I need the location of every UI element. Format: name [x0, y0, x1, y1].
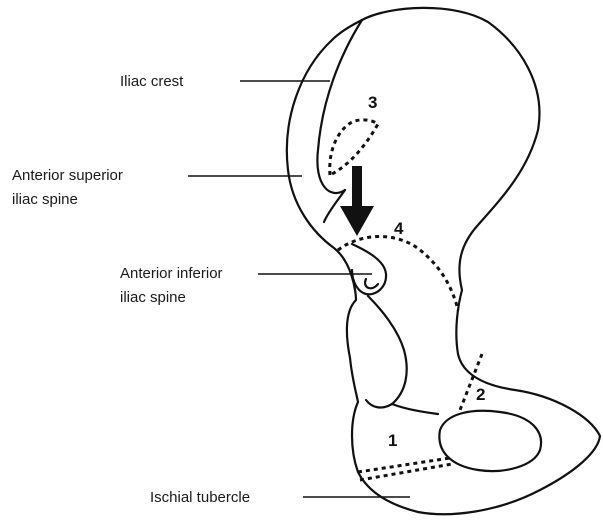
marker-4: 4: [394, 219, 404, 238]
label-asis-line2: iliac spine: [12, 191, 78, 208]
pubic-ramus-outline: [366, 296, 407, 407]
label-ischial-tubercle: Ischial tubercle: [150, 489, 250, 506]
label-aiis-line2: iliac spine: [120, 289, 186, 306]
aiis-outline: [352, 244, 386, 294]
obturator-foramen: [439, 411, 541, 471]
arrow-icon: [340, 166, 374, 236]
label-aiis-line1: Anterior inferior: [120, 265, 223, 282]
label-iliac-crest: Iliac crest: [120, 73, 184, 90]
region-1-dashed-line: [358, 458, 450, 472]
marker-1: 1: [388, 431, 397, 450]
aiis-inner-curve: [365, 279, 378, 288]
pubic-lower-edge: [392, 404, 438, 414]
marker-3: 3: [368, 93, 377, 112]
label-asis-line1: Anterior superior: [12, 167, 123, 184]
hip-bone-outline: [287, 8, 600, 514]
marker-2: 2: [476, 385, 485, 404]
region-1-dashed-line-lower: [360, 464, 452, 480]
